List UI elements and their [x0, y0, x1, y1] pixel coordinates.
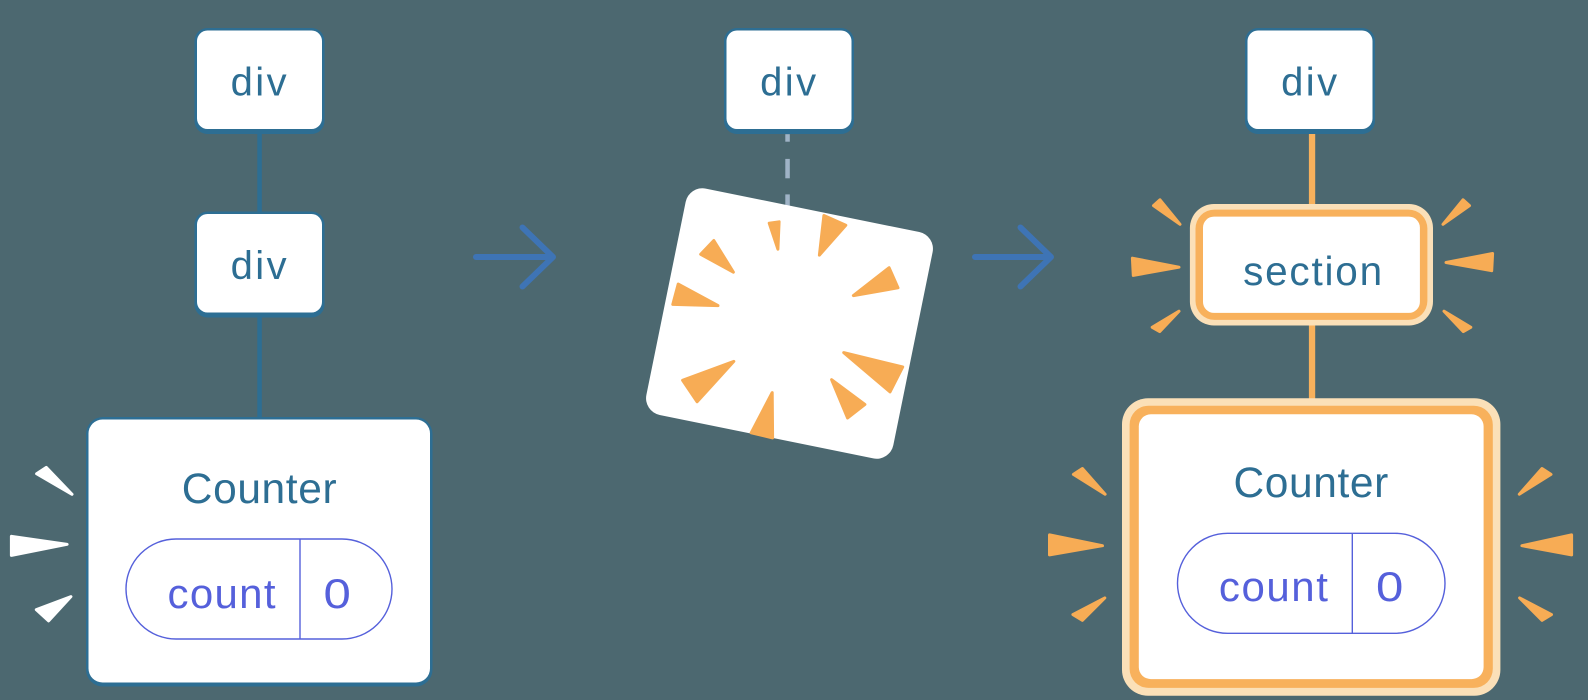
svg-text:Counter: Counter	[1233, 460, 1388, 507]
svg-text:0: 0	[1376, 563, 1403, 610]
svg-text:section: section	[1243, 248, 1382, 294]
svg-text:count: count	[168, 570, 276, 617]
svg-text:Counter: Counter	[182, 466, 337, 513]
svg-text:0: 0	[324, 570, 351, 617]
svg-text:div: div	[231, 61, 287, 105]
svg-text:count: count	[1219, 563, 1328, 610]
svg-text:div: div	[760, 61, 816, 105]
svg-text:div: div	[1281, 61, 1337, 105]
svg-text:div: div	[231, 244, 287, 288]
